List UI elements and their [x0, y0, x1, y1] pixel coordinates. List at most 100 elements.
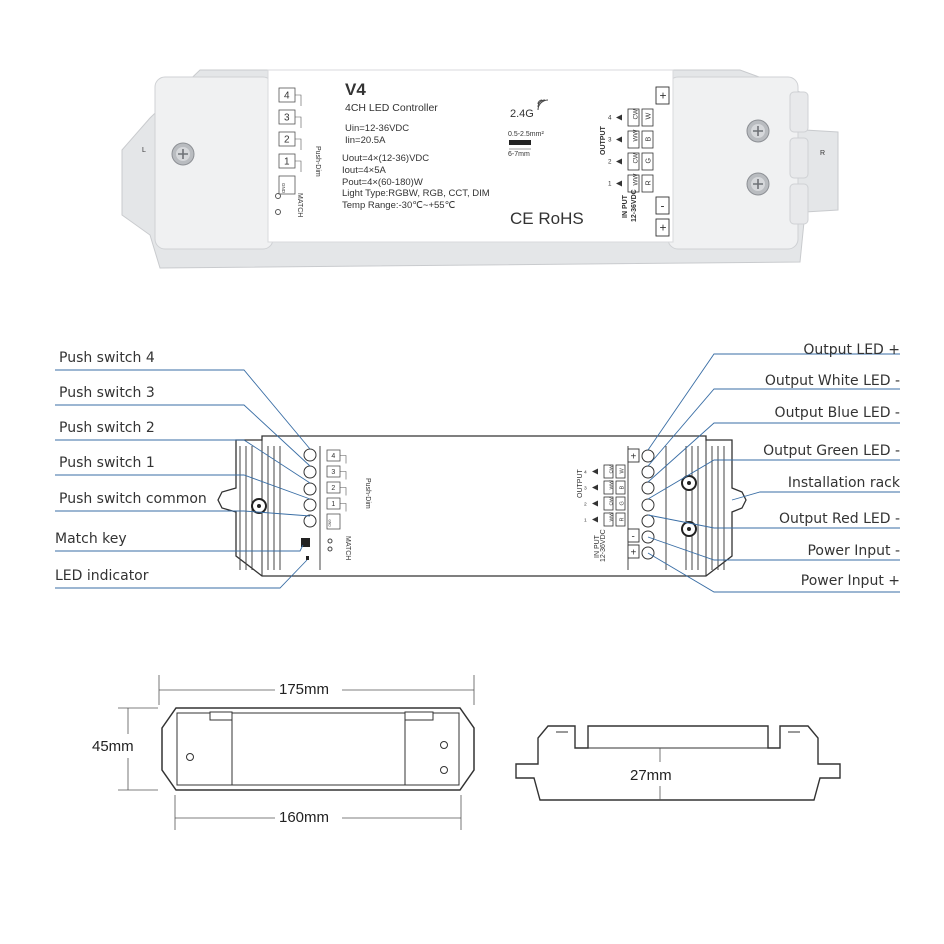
input-label: IN PUT [622, 194, 629, 218]
callout-label-left: LED indicator [55, 568, 149, 584]
output-channel-number: 1 [584, 518, 587, 524]
dimension-top-view: 175mm 160mm 45mm [92, 675, 475, 830]
output-wire-a: WW [609, 512, 615, 522]
callout-label-left: Push switch 1 [59, 455, 155, 471]
output-wire-b: B [644, 137, 653, 142]
callout-label-left: Push switch common [59, 491, 207, 507]
output-wire-a: CW [609, 497, 615, 506]
led-icon [592, 500, 598, 507]
match-key-button [301, 538, 310, 547]
output-channel-number: 4 [608, 115, 612, 122]
output-wire-b: W [620, 468, 626, 474]
minus-terminal: - [632, 532, 635, 543]
output-channel-number: 3 [584, 486, 587, 492]
spec-pout: Pout=4×(60-180)W [342, 177, 423, 188]
output-channel-number: 2 [584, 502, 587, 508]
side-l-label: L [142, 147, 146, 154]
push-dim-label: Push-Dim [364, 478, 371, 509]
output-wire-b: R [644, 180, 653, 185]
spec-temp: Temp Range:-30℃~+55℃ [342, 200, 456, 211]
output-wire-a: CW [633, 109, 640, 120]
callout-label-right: Output Blue LED - [775, 405, 900, 421]
dim-height: 27mm [630, 767, 672, 784]
screw-icon [746, 172, 770, 196]
callout-label-right: Output Green LED - [763, 443, 900, 459]
push-key-number: 1 [331, 501, 335, 508]
spec-iin: Iin=20.5A [345, 135, 386, 146]
output-wire-a: WW [633, 130, 640, 142]
led-icon [616, 180, 622, 187]
match-label: MATCH [296, 193, 303, 217]
output-channel-number: 4 [584, 470, 587, 476]
callout-label-right: Output LED + [803, 342, 900, 358]
wireless-label: 2.4G [510, 108, 534, 120]
input-label: IN PUT [594, 534, 601, 558]
input-voltage-label: 12-36VDC [600, 529, 607, 562]
callout-label-left: Push switch 4 [59, 350, 155, 366]
led-icon [616, 114, 622, 121]
callout-label-left: Push switch 2 [59, 420, 155, 436]
callout-label-left: Push switch 3 [59, 385, 155, 401]
push-key-number: 3 [331, 469, 335, 476]
push-key-number: 3 [284, 113, 290, 124]
spec-uout: Uout=4×(12-36)VDC [342, 153, 429, 164]
dim-body-length: 160mm [279, 809, 329, 826]
spec-light-type: Light Type:RGBW, RGB, CCT, DIM [342, 188, 490, 199]
led-icon [616, 136, 622, 143]
plus-terminal: + [631, 452, 637, 463]
output-wire-b: G [620, 501, 626, 505]
match-label: MATCH [344, 536, 351, 560]
gnd-label: GND [281, 183, 286, 194]
model-title: V4 [345, 80, 366, 99]
output-wire-a: WW [633, 174, 640, 186]
output-label: OUTPUT [577, 469, 584, 499]
product-name: 4CH LED Controller [345, 102, 438, 114]
plus-terminal: + [660, 89, 667, 103]
output-wire-a: CW [609, 465, 615, 474]
wifi-signal-icon [537, 99, 549, 111]
push-key-number: 2 [331, 485, 335, 492]
side-r-label: R [820, 150, 825, 157]
screw-icon [746, 119, 770, 143]
led-icon [616, 158, 622, 165]
dim-width: 45mm [92, 738, 134, 755]
spec-iout: Iout=4×5A [342, 165, 387, 176]
output-wire-b: B [620, 486, 626, 490]
callout-label-right: Power Input - [807, 543, 900, 559]
push-key-number: 4 [331, 453, 335, 460]
strip-spec-label: 6-7mm [508, 151, 530, 158]
push-dim-label: Push-Dim [314, 146, 321, 177]
push-key-number: 1 [284, 157, 290, 168]
output-channel-number: 1 [608, 181, 612, 188]
output-label: OUTPUT [600, 126, 607, 156]
dim-total-length: 175mm [279, 681, 329, 698]
plus-terminal: + [660, 221, 667, 235]
callout-label-right: Installation rack [788, 475, 901, 491]
dimension-side-view: 27mm [515, 725, 841, 801]
gnd-label: GND [328, 520, 332, 528]
output-channel-number: 3 [608, 137, 612, 144]
wire-spec-label: 0.5-2.5mm² [508, 131, 544, 138]
output-channel-number: 2 [608, 159, 612, 166]
input-voltage-label: 12-36VDC [631, 189, 638, 222]
screw-icon [171, 142, 195, 166]
callout-label-right: Output Red LED - [779, 511, 900, 527]
certification-mark: CE RoHS [510, 209, 584, 228]
output-wire-b: R [620, 517, 626, 521]
callout-label-right: Power Input + [801, 573, 900, 589]
led-icon [592, 516, 598, 523]
output-wire-b: G [644, 158, 653, 164]
minus-terminal: - [661, 199, 665, 213]
push-key-number: 4 [284, 91, 290, 102]
led-icon [592, 468, 598, 475]
plus-terminal: + [631, 548, 637, 559]
led-indicator [306, 556, 309, 560]
spec-uin: Uin=12-36VDC [345, 123, 409, 134]
